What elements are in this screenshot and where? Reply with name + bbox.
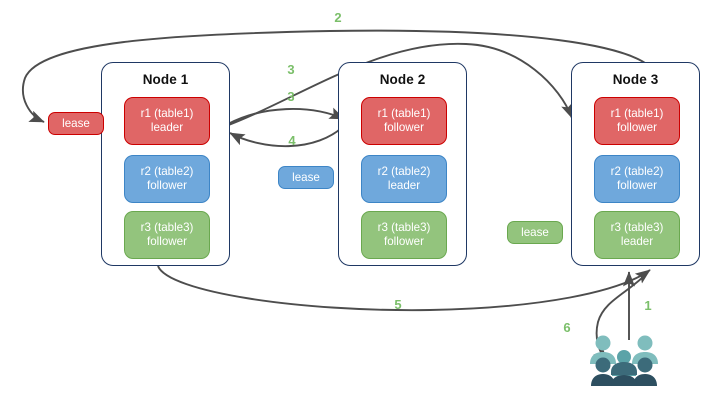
replica-role: follower [147,235,187,248]
replica-name: r3 (table3) [377,221,431,234]
lease-label: lease [62,117,90,130]
replica-r2-node2[interactable]: r2 (table2) leader [361,155,447,203]
node-title: Node 1 [142,72,189,87]
replica-role: follower [617,121,657,134]
replica-r1-node2[interactable]: r1 (table1) follower [361,97,447,145]
step-label-2: 2 [334,10,342,25]
node-title: Node 3 [612,72,659,87]
edge-step-3-to-node2 [227,107,345,125]
replica-name: r3 (table3) [610,221,664,234]
people-front-row [591,357,657,386]
replica-role: follower [384,121,424,134]
replica-r2-node3[interactable]: r2 (table2) follower [594,155,680,203]
replica-r1-node3[interactable]: r1 (table1) follower [594,97,680,145]
replica-name: r3 (table3) [140,221,194,234]
replica-name: r1 (table1) [140,107,194,120]
step-label-3-upper: 3 [287,62,295,77]
node-container-1: Node 1 r1 (table1) leader r2 (table2) fo… [101,62,230,266]
step-label-3-lower: 3 [287,89,295,104]
replica-r2-node1[interactable]: r2 (table2) follower [124,155,210,203]
replica-role: follower [617,179,657,192]
replica-r3-node2[interactable]: r3 (table3) follower [361,211,447,259]
replica-r3-node1[interactable]: r3 (table3) follower [124,211,210,259]
step-label-4: 4 [288,133,296,148]
replica-role: follower [147,179,187,192]
node-container-3: Node 3 r1 (table1) follower r2 (table2) … [571,62,700,266]
people-group-icon [588,334,660,390]
replica-name: r2 (table2) [610,165,664,178]
lease-label: lease [521,226,549,239]
step-label-6: 6 [563,320,571,335]
replica-role: leader [150,121,184,134]
replica-name: r2 (table2) [377,165,431,178]
step-label-5: 5 [394,297,402,312]
replica-role: leader [620,235,654,248]
replica-r1-node1[interactable]: r1 (table1) leader [124,97,210,145]
replica-role: follower [384,235,424,248]
lease-badge-green[interactable]: lease [507,221,563,244]
node-title: Node 2 [379,72,426,87]
people-group-svg [590,335,658,386]
lease-badge-blue[interactable]: lease [278,166,334,189]
replica-name: r1 (table1) [377,107,431,120]
step-label-1: 1 [644,298,652,313]
lease-label: lease [292,171,320,184]
replica-name: r1 (table1) [610,107,664,120]
replica-r3-node3[interactable]: r3 (table3) leader [594,211,680,259]
node-container-2: Node 2 r1 (table1) follower r2 (table2) … [338,62,467,266]
lease-badge-red[interactable]: lease [48,112,104,135]
replica-name: r2 (table2) [140,165,194,178]
replica-role: leader [387,179,421,192]
